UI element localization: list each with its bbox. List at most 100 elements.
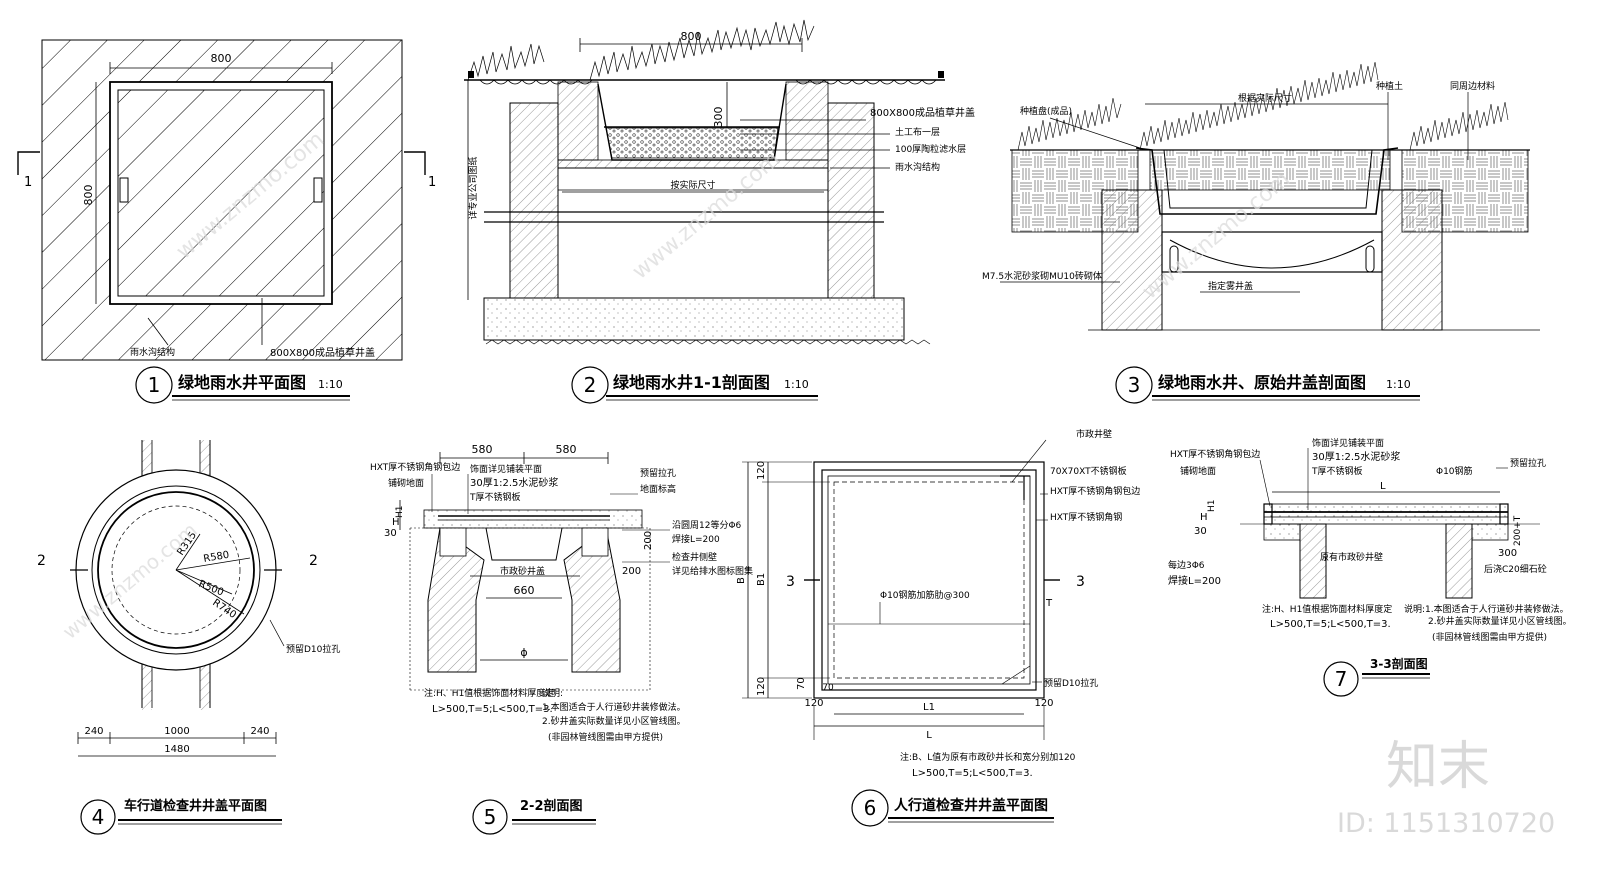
drawing-1-plan: 800 800 1 1 雨水沟结构 800X800成品植草井盖 1 绿地雨水井平… bbox=[17, 39, 436, 404]
drawing-7-section: L HXT厚不锈钢角钢包边 饰面详见铺装平面 30厚1:2.5水泥砂浆 T厚不锈… bbox=[1168, 437, 1572, 697]
d2-dim-depth: 300 bbox=[712, 107, 725, 128]
d4-dim-1: 240 bbox=[84, 726, 103, 737]
d6-T: T bbox=[1045, 598, 1053, 609]
d3-scale: 1:10 bbox=[1386, 378, 1411, 391]
d3-note-turf: 种植盘(成品) bbox=[1020, 105, 1072, 117]
d2-note-1: 800X800成品植草井盖 bbox=[870, 106, 975, 119]
d7-rem1: 说明:1.本图适合于人行道砂井装修做法。 bbox=[1404, 603, 1569, 615]
drawing-5-section: 580 580 660 ϕ 市政砂井盖 H H1 30 HXT厚不锈钢角钢包边 … bbox=[370, 443, 753, 835]
d6-note2: L>500,T=5;L<500,T=3. bbox=[912, 768, 1033, 779]
d7-rem2: 2.砂井盖实际数量详见小区管线图。 bbox=[1428, 615, 1572, 627]
d3-note-size: 根据实际尺寸 bbox=[1238, 92, 1292, 104]
d4-dim-2: 1000 bbox=[164, 726, 189, 737]
d4-r2: R580 bbox=[203, 550, 231, 565]
drawing-3-section: 根据实际尺寸 种植盘(成品) 种植土 同周边材料 M7.5水泥砂浆砌MU10砖砌… bbox=[982, 61, 1540, 404]
d7-n5: 铺砌地面 bbox=[1180, 465, 1216, 477]
d6-number: 6 bbox=[864, 796, 877, 820]
d4-title: 车行道检查井井盖平面图 bbox=[124, 798, 267, 814]
d5-200b: 200 bbox=[622, 566, 641, 577]
drawing-6-plan: 市政井壁 70X70XT不锈钢板 HXT厚不锈钢角钢包边 HXT厚不锈钢角钢 Φ… bbox=[736, 428, 1140, 827]
watermark-id: ID: 1151310720 bbox=[1337, 808, 1555, 839]
d5-rem3: (非园林管线图需由甲方提供) bbox=[548, 731, 663, 743]
d6-120c: 120 bbox=[804, 698, 823, 709]
d5-n4: T厚不锈钢板 bbox=[469, 491, 521, 503]
d2-note-4: 雨水沟结构 bbox=[895, 161, 940, 173]
d4-number: 4 bbox=[92, 805, 105, 829]
d3-note-cover: 指定雾井盖 bbox=[1208, 280, 1253, 292]
d7-title: 3-3剖面图 bbox=[1370, 656, 1428, 671]
d5-n1: HXT厚不锈钢角钢包边 bbox=[370, 461, 460, 473]
d2-number: 2 bbox=[584, 373, 597, 397]
d5-n8: 沿圆周12等分Φ6 bbox=[672, 519, 742, 531]
d6-B: B bbox=[736, 577, 747, 584]
d3-note-soil: 种植土 bbox=[1376, 80, 1403, 92]
d5-h1: H1 bbox=[395, 506, 405, 519]
d2-dim-top: 800 bbox=[681, 30, 702, 43]
d7-n9: 每边3Φ6 bbox=[1168, 559, 1205, 571]
d6-L1: L1 bbox=[923, 702, 935, 713]
d6-sec-left: 3 bbox=[786, 574, 795, 590]
d7-L: L bbox=[1380, 481, 1386, 492]
d4-section-right: 2 bbox=[309, 553, 318, 569]
d6-70: 70 bbox=[796, 677, 807, 690]
d1-note-cover: 800X800成品植草井盖 bbox=[270, 346, 375, 359]
drawing-2-section: 800 300 按实际尺寸 详专业公司图纸 800X800成品植草井盖 土工布一… bbox=[464, 19, 975, 404]
d7-rem3: (非园林管线图需由甲方提供) bbox=[1432, 631, 1547, 643]
d6-120a: 120 bbox=[756, 461, 767, 480]
d7-n6: 预留拉孔 bbox=[1510, 457, 1546, 469]
d6-120b: 120 bbox=[756, 677, 767, 696]
d3-note-pave: 同周边材料 bbox=[1450, 80, 1495, 92]
d6-n3: HXT厚不锈钢角钢包边 bbox=[1050, 485, 1140, 497]
d7-note2: L>500,T=5;L<500,T=3. bbox=[1270, 619, 1391, 630]
d7-h1: H1 bbox=[1207, 500, 1217, 513]
watermark-brand: 知末 bbox=[1386, 737, 1490, 797]
d5-n7: 地面标高 bbox=[640, 483, 676, 495]
d5-dim-660: 660 bbox=[514, 584, 535, 597]
d6-n5: Φ10钢筋加筋肋@300 bbox=[880, 589, 970, 601]
d5-phi: ϕ bbox=[520, 646, 527, 659]
d2-note-2: 土工布一层 bbox=[895, 126, 940, 138]
d1-title: 绿地雨水井平面图 bbox=[178, 373, 306, 392]
d5-n2: 饰面详见铺装平面 bbox=[470, 463, 542, 475]
d6-note1: 注:B、L值为原有市政砂井长和宽分别加120 bbox=[900, 751, 1076, 763]
d5-rem-title: 说明: bbox=[542, 687, 563, 699]
d5-number: 5 bbox=[484, 805, 497, 829]
d5-n9: 焊接L=200 bbox=[672, 533, 720, 545]
d6-B1: B1 bbox=[756, 573, 767, 586]
d2-scale: 1:10 bbox=[784, 378, 809, 391]
d1-dim-side: 800 bbox=[82, 185, 95, 206]
d1-dim-top: 800 bbox=[211, 52, 232, 65]
d5-n12: 市政砂井盖 bbox=[500, 565, 545, 577]
d7-n1: HXT厚不锈钢角钢包边 bbox=[1170, 448, 1260, 460]
d5-rem1: 1.本图适合于人行道砂井装修做法。 bbox=[542, 701, 686, 713]
d7-300: 300 bbox=[1498, 548, 1517, 559]
d7-30: 30 bbox=[1194, 526, 1207, 537]
d7-n2: 饰面详见铺装平面 bbox=[1312, 437, 1384, 449]
d4-section-left: 2 bbox=[37, 553, 46, 569]
d5-n3: 30厚1:2.5水泥砂浆 bbox=[470, 476, 558, 489]
d5-dim-b: 580 bbox=[556, 443, 577, 456]
d5-note1: 注:H、H1值根据饰面材料厚度定 bbox=[424, 687, 554, 699]
d6-70b: 70 bbox=[822, 683, 834, 693]
d6-n6: 预留D10拉孔 bbox=[1044, 677, 1098, 689]
d6-sec-right: 3 bbox=[1076, 574, 1085, 590]
d5-n5: 铺砌地面 bbox=[388, 477, 424, 489]
d1-number: 1 bbox=[148, 373, 161, 397]
drawing-4-plan: R315 R580 R500 R740 2 2 预留D10拉孔 240 1000… bbox=[37, 440, 340, 835]
d1-section-right: 1 bbox=[428, 175, 436, 190]
d7-n3: 30厚1:2.5水泥砂浆 bbox=[1312, 450, 1400, 463]
d6-L: L bbox=[926, 730, 932, 741]
d1-scale: 1:10 bbox=[318, 378, 343, 391]
d7-h: H bbox=[1200, 512, 1208, 523]
d4-hole: 预留D10拉孔 bbox=[286, 643, 340, 655]
d3-title: 绿地雨水井、原始井盖剖面图 bbox=[1158, 373, 1366, 392]
d7-n11: 后浇C20细石砼 bbox=[1484, 563, 1547, 575]
d7-n7: Φ10钢筋 bbox=[1436, 465, 1473, 477]
d5-n11: 详见给排水图标图集 bbox=[672, 565, 753, 577]
d7-n4: T厚不锈钢板 bbox=[1311, 465, 1363, 477]
d5-n6: 预留拉孔 bbox=[640, 467, 676, 479]
d3-number: 3 bbox=[1128, 373, 1141, 397]
d2-note-3: 100厚陶粒滤水层 bbox=[895, 143, 966, 155]
